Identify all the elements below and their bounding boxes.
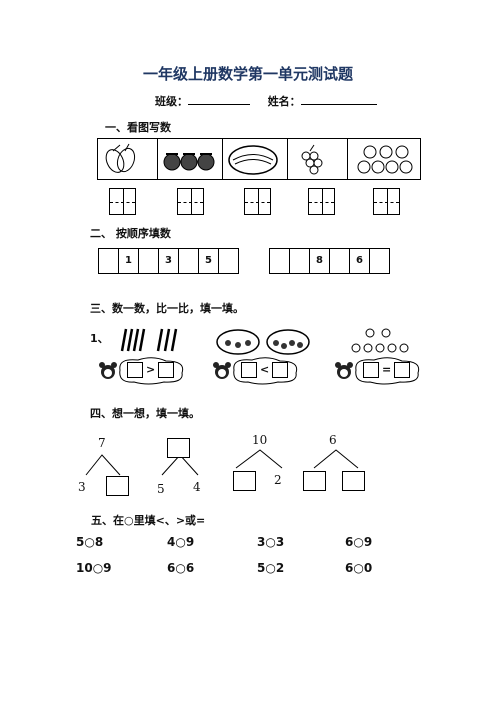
count-box-oranges-right[interactable] <box>394 362 410 378</box>
compare-sign-2: < <box>260 363 270 376</box>
picture-grapes <box>288 139 348 179</box>
tree-1-right-box[interactable] <box>106 476 129 496</box>
sequence-b-cell: 8 <box>310 249 330 273</box>
tree-lines <box>85 449 359 476</box>
tree-1-left: 3 <box>78 480 86 494</box>
count-box-fish-left[interactable] <box>241 362 257 378</box>
picture-row <box>97 138 421 180</box>
count-box-pencils-left[interactable] <box>127 362 143 378</box>
sequence-a-cell[interactable] <box>139 249 159 273</box>
class-label: 班级： <box>155 95 188 108</box>
tree-3-right: 2 <box>274 473 282 487</box>
tree-4-top: 6 <box>329 433 337 447</box>
picture-persimmons <box>158 139 223 179</box>
section-1-heading: 一、看图写数 <box>105 121 171 134</box>
sequence-b: 8 6 <box>269 248 390 274</box>
compare-item[interactable]: 6○0 <box>345 561 373 575</box>
class-field[interactable] <box>188 94 250 105</box>
compare-sign-3: = <box>382 363 392 376</box>
sequence-a-cell: 3 <box>159 249 179 273</box>
student-info: 班级： 姓名： <box>155 93 377 109</box>
compare-item[interactable]: 4○9 <box>167 535 195 549</box>
section-3-item: 1、 <box>90 332 109 345</box>
sequence-b-cell[interactable] <box>270 249 290 273</box>
name-label: 姓名： <box>267 95 301 108</box>
sequence-b-cell[interactable] <box>330 249 350 273</box>
picture-pencils <box>120 328 178 352</box>
section-5-heading: 五、在○里填<、>或= <box>91 514 206 527</box>
picture-mangoes <box>98 139 158 179</box>
picture-fishbowls <box>216 329 310 355</box>
tree-4-right-box[interactable] <box>342 471 365 491</box>
tree-2-top-box[interactable] <box>167 438 190 458</box>
sequence-a-cell[interactable] <box>179 249 199 273</box>
panda-cloud-1 <box>99 357 184 385</box>
sequence-b-cell: 6 <box>350 249 370 273</box>
tree-2-left: 5 <box>157 482 165 496</box>
page-title: 一年级上册数学第一单元测试题 <box>142 65 353 83</box>
compare-sign-1: > <box>146 363 156 376</box>
answer-box-3[interactable] <box>244 188 271 215</box>
count-box-pencils-right[interactable] <box>158 362 174 378</box>
tree-1-top: 7 <box>98 436 106 450</box>
picture-watermelon <box>223 139 288 179</box>
picture-apples <box>348 139 420 179</box>
compare-item[interactable]: 6○9 <box>345 535 373 549</box>
sequence-a-cell: 1 <box>119 249 139 273</box>
name-field[interactable] <box>300 94 377 105</box>
count-box-fish-right[interactable] <box>272 362 288 378</box>
compare-item[interactable]: 3○3 <box>257 535 285 549</box>
sequence-a-cell[interactable] <box>219 249 238 273</box>
tree-3-left-box[interactable] <box>233 471 256 491</box>
section-3-heading: 三、数一数，比一比，填一填。 <box>90 302 244 315</box>
sequence-a-cell: 5 <box>199 249 219 273</box>
compare-item[interactable]: 6○6 <box>167 561 195 575</box>
count-box-oranges-left[interactable] <box>363 362 379 378</box>
sequence-a-cell[interactable] <box>99 249 119 273</box>
panda-cloud-2 <box>213 357 298 385</box>
compare-item[interactable]: 5○8 <box>76 535 104 549</box>
panda-cloud-3 <box>335 357 420 385</box>
tree-4-left-box[interactable] <box>303 471 326 491</box>
sequence-b-cell[interactable] <box>290 249 310 273</box>
answer-box-2[interactable] <box>177 188 204 215</box>
section-4-heading: 四、想一想，填一填。 <box>90 407 200 420</box>
sequence-a: 1 3 5 <box>98 248 239 274</box>
compare-item[interactable]: 10○9 <box>76 561 112 575</box>
compare-item[interactable]: 5○2 <box>257 561 285 575</box>
section-2-heading: 二、 按顺序填数 <box>90 227 171 240</box>
answer-box-1[interactable] <box>109 188 136 215</box>
answer-box-5[interactable] <box>373 188 400 215</box>
tree-2-right: 4 <box>193 480 201 494</box>
answer-box-4[interactable] <box>308 188 335 215</box>
picture-oranges <box>351 328 409 353</box>
sequence-b-cell[interactable] <box>370 249 389 273</box>
tree-3-top: 10 <box>252 433 268 447</box>
